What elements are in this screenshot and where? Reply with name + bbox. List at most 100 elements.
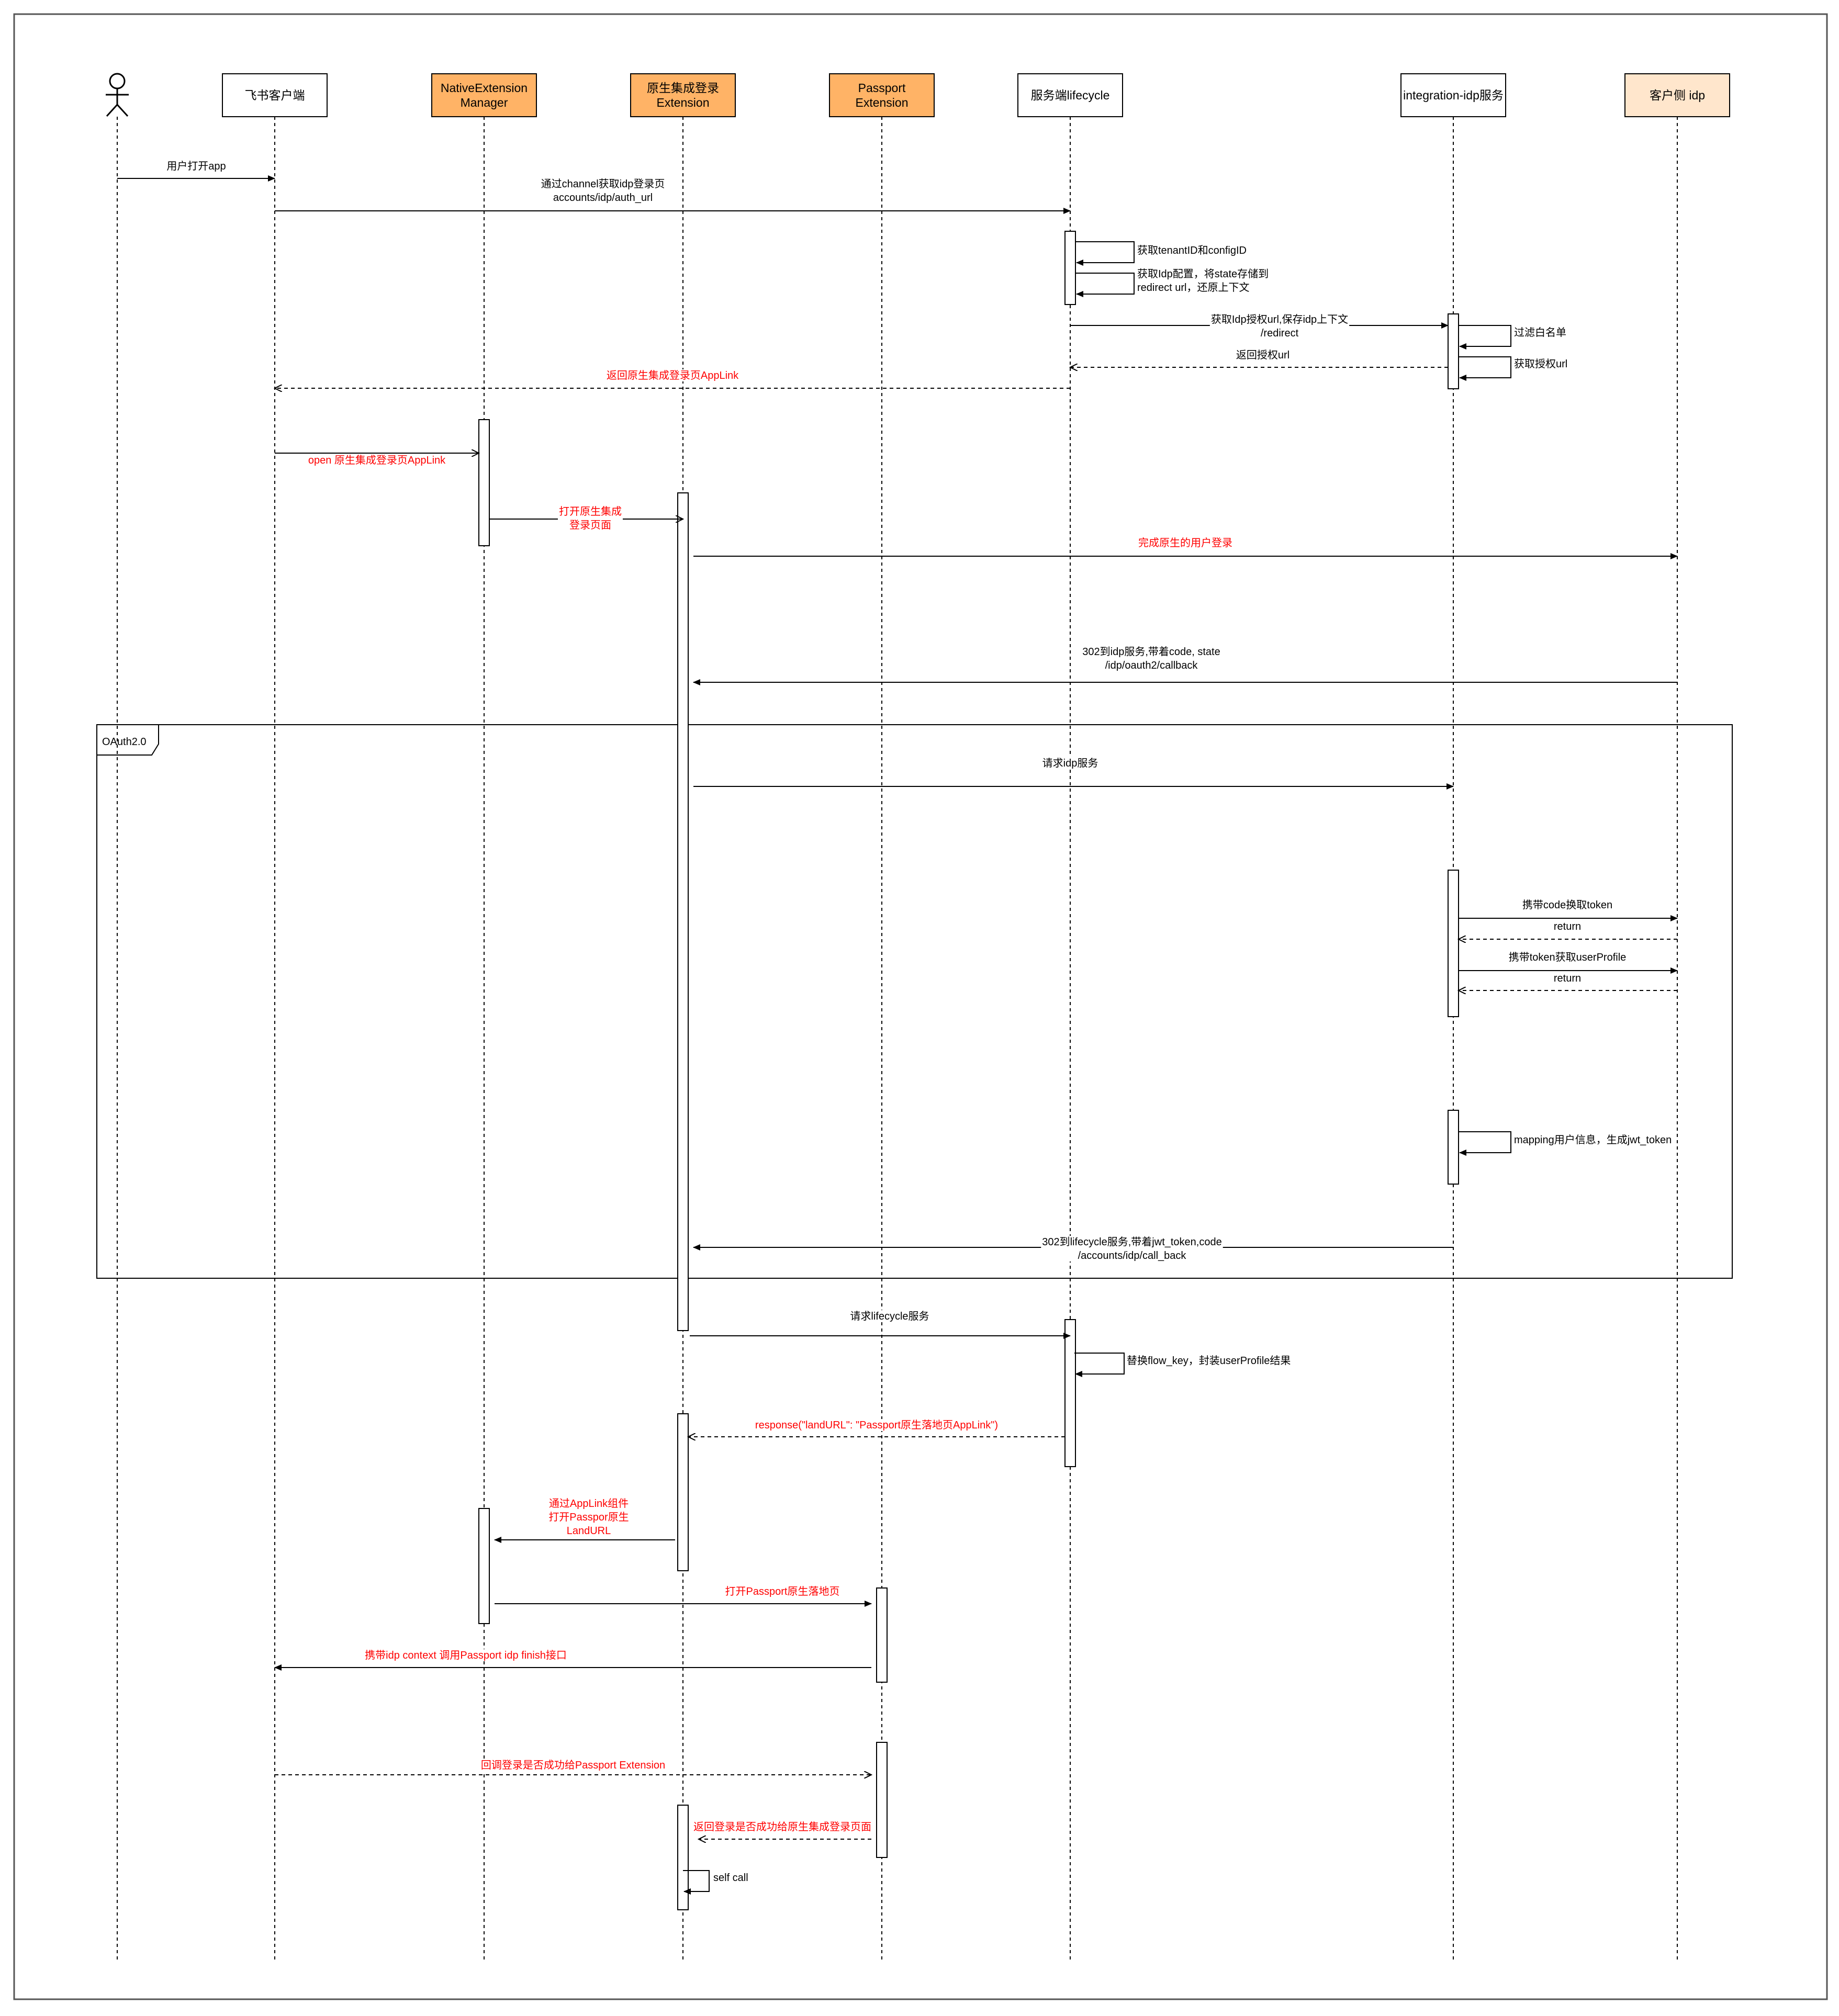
message-label: response("landURL": "Passport原生落地页AppLin…: [755, 1419, 998, 1431]
participant-idp: [1400, 73, 1506, 117]
message-6: 返回授权url: [1070, 349, 1448, 367]
frame-oauth-tab: [96, 724, 159, 756]
message-label-bg: [547, 1497, 630, 1537]
message-label: open 原生集成登录页AppLink: [308, 454, 446, 466]
message-label: 获取tenantID和configID: [1137, 244, 1247, 256]
message-25: 携带idp context 调用Passport idp finish接口: [274, 1649, 871, 1671]
participant-passport: [829, 73, 935, 117]
frame-oauth-label: OAuth2.0: [102, 736, 147, 748]
activation-idp: [1448, 313, 1459, 389]
message-2: 获取tenantID和configID: [1075, 241, 1247, 266]
message-label: 获取授权url: [1514, 358, 1567, 370]
participant-native: [630, 73, 736, 117]
message-arrow: [1075, 273, 1135, 297]
message-0: 用户打开app: [117, 160, 275, 182]
message-22: response("landURL": "Passport原生落地页AppLin…: [688, 1419, 1065, 1437]
participant-label-client: 飞书客户端: [245, 88, 305, 102]
message-label: 302到lifecycle服务,带着jwt_token,code/account…: [1042, 1236, 1221, 1262]
participant-lifecycle: [1017, 73, 1123, 117]
message-label-bg: [558, 505, 623, 531]
participant-nem: [431, 73, 537, 117]
message-label: 替换flow_key，封装userProfile结果: [1127, 1355, 1291, 1367]
message-24: 打开Passport原生落地页: [495, 1585, 872, 1607]
message-label-bg: [307, 454, 447, 466]
message-label-bg: [1209, 313, 1350, 339]
message-9: open 原生集成登录页AppLink: [275, 453, 479, 466]
message-label-bg: [1507, 951, 1628, 963]
message-5: 过滤白名单: [1459, 325, 1566, 350]
message-21: 替换flow_key，封装userProfile结果: [1074, 1353, 1291, 1377]
message-label: 302到idp服务,带着code, state/idp/oauth2/callb…: [1082, 646, 1220, 671]
message-7: 获取授权url: [1459, 356, 1567, 381]
diagram-border: [13, 13, 1828, 2000]
message-label-bg: [1521, 899, 1614, 911]
message-label-bg: [1552, 921, 1583, 932]
message-label-bg: [849, 1310, 930, 1322]
activation-lifecycle: [1064, 231, 1076, 305]
message-13: 请求idp服务: [693, 757, 1454, 790]
participant-label-cidp: 客户侧 idp: [1650, 88, 1705, 102]
activation-lifecycle: [1064, 1319, 1076, 1467]
activation-native: [677, 492, 689, 1331]
message-arrow: [1074, 1353, 1125, 1377]
message-label: 完成原生的用户登录: [1138, 537, 1232, 549]
activation-native: [677, 1413, 689, 1571]
message-15: return: [1459, 921, 1677, 939]
message-14: 携带code换取token: [1459, 899, 1678, 921]
message-label: return: [1554, 973, 1581, 984]
message-20: 请求lifecycle服务: [690, 1310, 1071, 1339]
activation-idp: [1448, 870, 1459, 1017]
message-label: 请求lifecycle服务: [850, 1310, 929, 1322]
participant-cidp: [1624, 73, 1730, 117]
participant-label-lifecycle: 服务端lifecycle: [1031, 88, 1110, 102]
message-11: 完成原生的用户登录: [693, 537, 1678, 559]
message-label: 返回登录是否成功给原生集成登录页面: [693, 1821, 871, 1833]
message-19: 302到lifecycle服务,带着jwt_token,code/account…: [693, 1236, 1453, 1262]
message-label: return: [1554, 921, 1581, 932]
message-26: 回调登录是否成功给Passport Extension: [275, 1759, 871, 1775]
message-arrow: [1075, 241, 1135, 266]
message-4: 获取Idp授权url,保存idp上下文/redirect: [1070, 313, 1449, 339]
frame-oauth: [96, 724, 1733, 1279]
message-label-bg: [1552, 973, 1583, 984]
message-17: return: [1459, 973, 1677, 990]
message-12: 302到idp服务,带着code, state/idp/oauth2/callb…: [693, 646, 1677, 685]
message-8: 返回原生集成登录页AppLink: [275, 369, 1070, 388]
message-label: 返回授权url: [1236, 349, 1289, 361]
message-label-bg: [1041, 757, 1100, 769]
message-label: 打开Passport原生落地页: [725, 1585, 840, 1597]
activation-passport: [876, 1587, 888, 1683]
activation-passport: [876, 1742, 888, 1858]
message-label: 获取Idp授权url,保存idp上下文/redirect: [1211, 313, 1348, 339]
message-label: self call: [713, 1872, 748, 1884]
message-arrow: [1459, 356, 1511, 381]
message-label: 用户打开app: [166, 160, 226, 172]
message-label-bg: [479, 1759, 667, 1771]
message-label-bg: [1041, 1236, 1223, 1262]
message-27: 返回登录是否成功给原生集成登录页面: [692, 1821, 872, 1839]
message-label: 携带idp context 调用Passport idp finish接口: [365, 1649, 567, 1661]
participant-label-idp: integration-idp服务: [1403, 88, 1504, 102]
message-label-bg: [364, 1649, 568, 1661]
message-label-bg: [605, 369, 741, 381]
message-16: 携带token获取userProfile: [1459, 951, 1678, 974]
participant-client: [222, 73, 328, 117]
message-label-bg: [724, 1585, 841, 1597]
activation-nem: [478, 1508, 490, 1624]
message-label: mapping用户信息，生成jwt_token: [1514, 1134, 1672, 1146]
message-label-bg: [1235, 349, 1291, 361]
activation-nem: [478, 419, 490, 546]
message-label-bg: [540, 178, 666, 204]
activation-idp: [1448, 1110, 1459, 1185]
user-actor-icon: [106, 73, 129, 117]
message-28: self call: [683, 1870, 748, 1895]
